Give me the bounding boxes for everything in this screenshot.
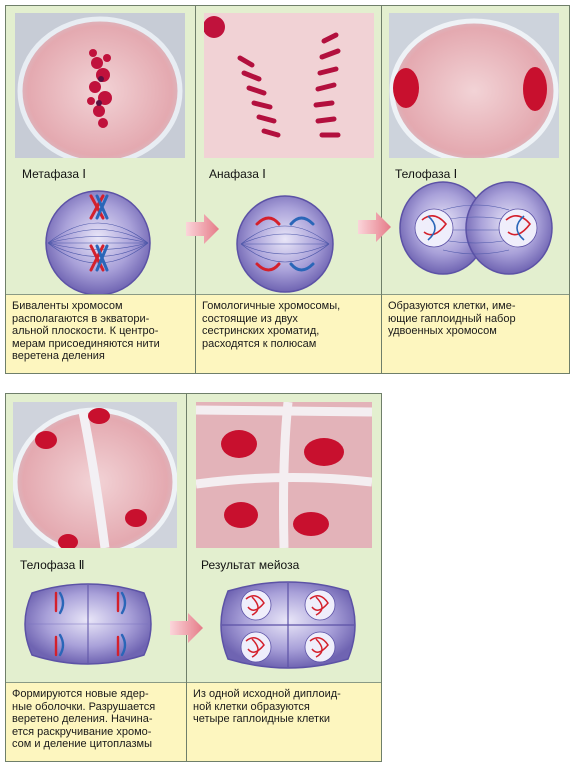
telophase1-photo-image (389, 18, 559, 158)
telophase2-photo-image (13, 407, 177, 548)
anaphase1-label: Анафаза Ⅰ (209, 167, 266, 181)
result-photo-image (196, 402, 372, 548)
right-arrow-icon (358, 212, 391, 242)
telophase2-label: Телофаза Ⅱ (20, 558, 85, 572)
telophase1-photo (389, 13, 559, 158)
right-arrow-icon (170, 613, 203, 643)
metaphase1-photo-image (17, 16, 183, 158)
telophase1-caption: Образуются клетки, име- ющие гаплоидный … (382, 294, 569, 373)
metaphase1-label: Метафаза Ⅰ (22, 167, 86, 181)
telophase2-caption: Формируются новые ядер- ные оболочки. Ра… (6, 682, 186, 761)
top-divider-2 (381, 5, 382, 374)
right-arrow-icon (186, 214, 219, 244)
metaphase1-diagram (45, 190, 151, 296)
anaphase1-photo-image (204, 13, 374, 158)
result-label: Результат мейоза (201, 558, 300, 572)
telophase2-photo (13, 402, 177, 548)
result-photo (196, 402, 372, 548)
anaphase1-caption: Гомологичные хромосомы, состоящие из дву… (196, 294, 381, 373)
telophase2-diagram (24, 583, 152, 665)
bottom-divider (186, 393, 187, 762)
result-caption: Из одной исходной диплоид- ной клетки об… (187, 682, 381, 761)
metaphase1-caption: Биваленты хромосом располагаются в экват… (6, 294, 195, 373)
telophase1-label: Телофаза Ⅰ (395, 167, 458, 181)
telophase1-diagram (399, 181, 553, 275)
metaphase1-photo (15, 13, 185, 158)
anaphase1-diagram (236, 195, 334, 293)
anaphase1-photo (204, 13, 374, 158)
top-divider-1 (195, 5, 196, 374)
result-diagram (220, 581, 356, 669)
